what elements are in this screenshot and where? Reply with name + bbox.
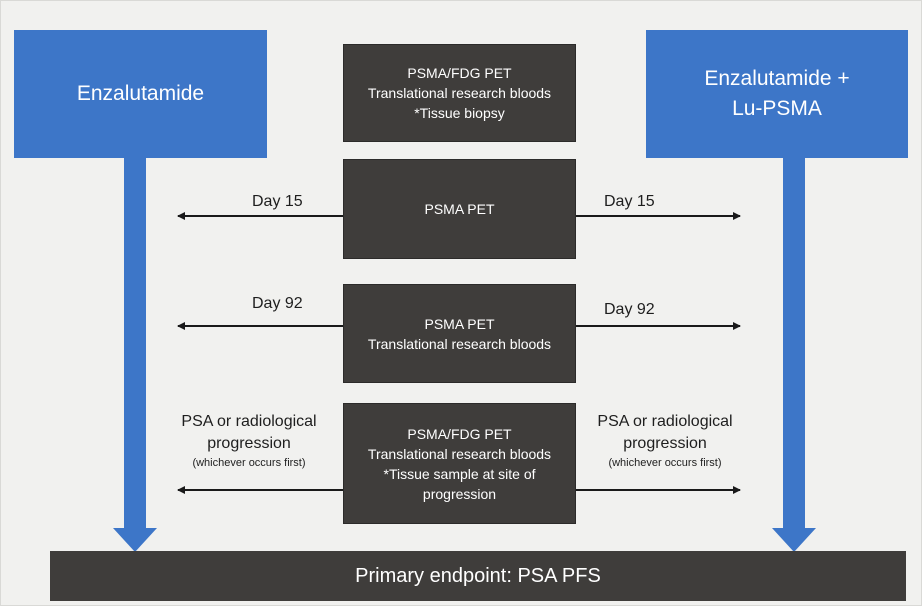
progression-label-line1: PSA or radiological <box>597 413 733 430</box>
arm-right-label-line1: Enzalutamide + <box>704 67 850 90</box>
right-arm-arrow <box>772 158 816 552</box>
box-line: Translational research bloods <box>367 85 552 101</box>
arm-enzalutamide-box: Enzalutamide <box>14 30 267 158</box>
day92-left-label: Day 92 <box>252 295 303 312</box>
primary-endpoint-bar: Primary endpoint: PSA PFS <box>50 551 906 601</box>
day92-right-label: Day 92 <box>604 301 655 318</box>
baseline-assessment-box: PSMA/FDG PET Translational research bloo… <box>343 44 576 142</box>
arm-right-label-line2: Lu-PSMA <box>732 97 822 120</box>
arm-enzalutamide-label: Enzalutamide <box>76 82 205 105</box>
progression-left-label: PSA or radiological progression (whichev… <box>162 411 336 471</box>
box-line: PSMA/FDG PET <box>407 425 512 442</box>
progression-label-line2: progression <box>207 435 291 452</box>
progression-right-label: PSA or radiological progression (whichev… <box>578 411 752 471</box>
arm-enzalutamide-lupsma-box: Enzalutamide + Lu-PSMA <box>646 30 908 158</box>
progression-note: (whichever occurs first) <box>608 457 722 469</box>
primary-endpoint-label: Primary endpoint: PSA PFS <box>355 564 601 587</box>
box-line: progression <box>422 485 497 502</box>
progression-label-line1: PSA or radiological <box>181 413 317 430</box>
day92-assessment-box: PSMA PET Translational research bloods <box>343 284 576 383</box>
box-line: PSMA PET <box>424 201 495 217</box>
day15-right-label: Day 15 <box>604 193 655 210</box>
box-line: PSMA/FDG PET <box>407 65 512 81</box>
box-line: PSMA PET <box>424 315 495 332</box>
box-line: Translational research bloods <box>367 335 552 352</box>
progression-label-line2: progression <box>623 435 707 452</box>
progression-note: (whichever occurs first) <box>192 457 306 469</box>
day15-assessment-box: PSMA PET <box>343 159 576 259</box>
progression-assessment-box: PSMA/FDG PET Translational research bloo… <box>343 403 576 524</box>
left-arm-arrow <box>113 158 157 552</box>
box-line: *Tissue biopsy <box>414 105 505 121</box>
day15-left-label: Day 15 <box>252 193 303 210</box>
box-line: *Tissue sample at site of <box>383 465 536 482</box>
box-line: Translational research bloods <box>367 445 552 462</box>
